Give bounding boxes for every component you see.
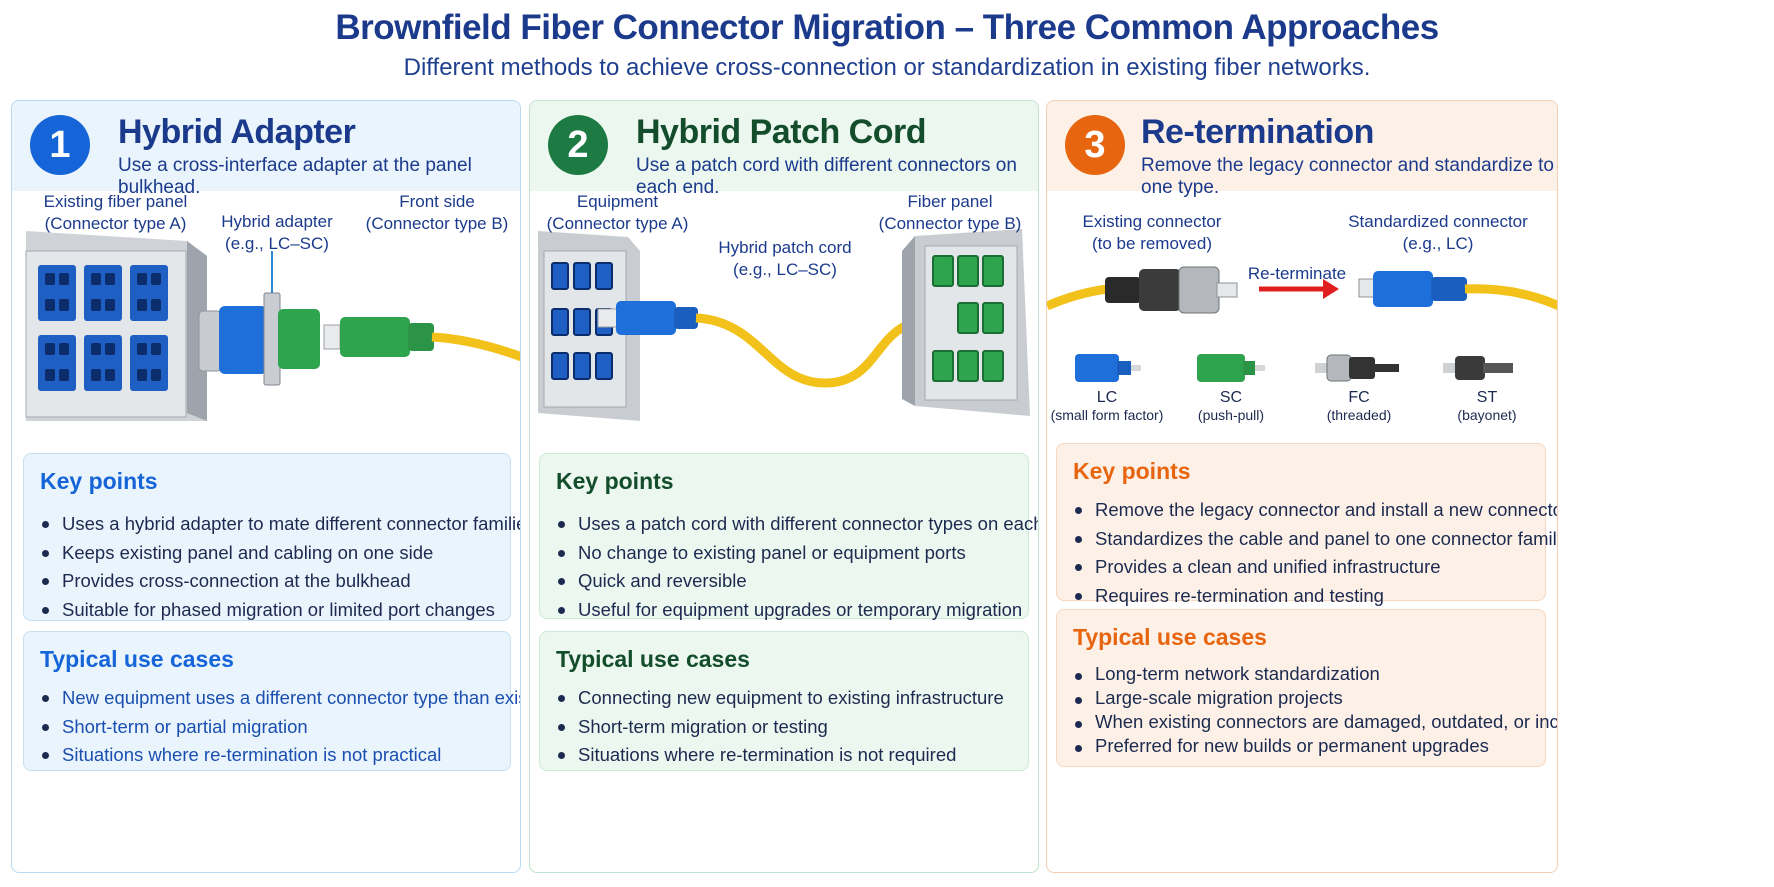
label-re-terminate: Re-terminate	[1247, 264, 1347, 283]
panel-description: Remove the legacy connector and standard…	[1141, 155, 1554, 198]
connector-type-st: ST(bayonet)	[1457, 389, 1517, 423]
connector-type-sc: SC(push-pull)	[1197, 389, 1265, 423]
use-cases-heading: Typical use cases	[556, 646, 750, 672]
list-item: Uses a patch cord with different connect…	[556, 510, 1038, 539]
list-item: Long-term network standardization	[1073, 662, 1557, 686]
label-existing-connector: Existing connector(to be removed)	[1082, 212, 1222, 253]
list-item: Provides cross-connection at the bulkhea…	[40, 567, 520, 596]
list-item: Large-scale migration projects	[1073, 686, 1557, 710]
panel-hybrid-adapter: 1 Hybrid Adapter Use a cross-interface a…	[11, 100, 521, 873]
legacy-connector	[1105, 277, 1141, 303]
use-cases-heading: Typical use cases	[1073, 624, 1267, 650]
lc-icon	[1075, 354, 1141, 382]
use-cases-list: Long-term network standardization Large-…	[1073, 662, 1557, 758]
key-points-list: Uses a hybrid adapter to mate different …	[40, 510, 520, 625]
bulkhead-collar	[198, 310, 222, 372]
patch-cord-fiber	[695, 313, 927, 388]
list-item: Suitable for phased migration or limited…	[40, 596, 520, 625]
list-item: Remove the legacy connector and install …	[1073, 496, 1557, 525]
hybrid-adapter-illustration	[25, 231, 520, 421]
key-points-box: Key points Uses a hybrid adapter to mate…	[23, 453, 520, 621]
key-points-box: Key points Uses a patch cord with differ…	[539, 453, 1038, 620]
list-item: No change to existing panel or equipment…	[556, 539, 1038, 568]
label-hybrid-patch-cord: Hybrid patch cord(e.g., LC–SC)	[718, 238, 852, 279]
label-hybrid-adapter: Hybrid adapter(e.g., LC–SC)	[221, 212, 333, 253]
adapter-flange	[263, 292, 281, 386]
list-item: Uses a hybrid adapter to mate different …	[40, 510, 520, 539]
key-points-list: Uses a patch cord with different connect…	[556, 510, 1038, 625]
panel-hybrid-patch-cord: 2 Hybrid Patch Cord Use a patch cord wit…	[529, 100, 1039, 873]
label-front-side: Front side(Connector type B)	[365, 192, 509, 233]
key-points-list: Remove the legacy connector and install …	[1073, 496, 1557, 611]
sc-connector	[340, 317, 410, 357]
connector-type-fc: FC(threaded)	[1326, 389, 1392, 423]
panel-header: 3 Re-termination Remove the legacy conne…	[1047, 101, 1557, 198]
adapter-blue-side	[219, 306, 267, 374]
label-standardized-connector: Standardized connector(e.g., LC)	[1348, 212, 1528, 253]
list-item: Connecting new equipment to existing inf…	[556, 684, 1004, 713]
panel-header: 1 Hybrid Adapter Use a cross-interface a…	[12, 101, 520, 198]
step-number-badge: 1	[30, 115, 90, 175]
use-cases-box: Typical use cases New equipment uses a d…	[23, 631, 520, 771]
panel-description: Use a patch cord with different connecto…	[636, 155, 1017, 198]
key-points-heading: Key points	[40, 468, 158, 494]
panel-ports	[932, 255, 1004, 382]
fiber-cable	[431, 332, 520, 362]
page-subtitle: Different methods to achieve cross-conne…	[403, 54, 1371, 81]
list-item: Situations where re-termination is not p…	[40, 741, 520, 770]
use-cases-box: Typical use cases Long-term network stan…	[1056, 609, 1557, 767]
use-cases-heading: Typical use cases	[40, 646, 234, 672]
page-title: Brownfield Fiber Connector Migration – T…	[335, 8, 1439, 47]
label-equipment: Equipment(Connector type A)	[546, 192, 689, 233]
list-item: Keeps existing panel and cabling on one …	[40, 539, 520, 568]
label-existing-panel: Existing fiber panel(Connector type A)	[43, 192, 188, 233]
list-item: Standardizes the cable and panel to one …	[1073, 525, 1557, 554]
panel-title: Re-termination	[1141, 113, 1374, 151]
lc-connector	[616, 301, 676, 335]
connector-type-lc: LC(small form factor)	[1050, 389, 1164, 423]
use-cases-list: Connecting new equipment to existing inf…	[556, 684, 1004, 770]
fc-icon	[1315, 354, 1399, 382]
step-number-badge: 3	[1065, 115, 1125, 175]
list-item: Situations where re-termination is not r…	[556, 741, 1004, 770]
label-fiber-panel: Fiber panel(Connector type B)	[878, 192, 1022, 233]
list-item: Short-term or partial migration	[40, 713, 520, 742]
step-number-badge: 2	[548, 115, 608, 175]
panel-header: 2 Hybrid Patch Cord Use a patch cord wit…	[530, 101, 1038, 198]
list-item: Quick and reversible	[556, 567, 1038, 596]
panel-title: Hybrid Patch Cord	[636, 113, 926, 151]
list-item: Provides a clean and unified infrastruct…	[1073, 553, 1557, 582]
st-icon	[1443, 356, 1513, 380]
list-item: Preferred for new builds or permanent up…	[1073, 734, 1557, 758]
adapter-green-side	[278, 309, 320, 369]
key-points-heading: Key points	[1073, 458, 1191, 484]
standardized-connector	[1373, 271, 1433, 307]
key-points-heading: Key points	[556, 468, 674, 494]
list-item: Useful for equipment upgrades or tempora…	[556, 596, 1038, 625]
list-item: Short-term migration or testing	[556, 713, 1004, 742]
list-item: When existing connectors are damaged, ou…	[1073, 710, 1557, 734]
list-item: Requires re-termination and testing	[1073, 582, 1557, 611]
panel-re-termination: 3 Re-termination Remove the legacy conne…	[1046, 100, 1558, 873]
list-item: New equipment uses a different connector…	[40, 684, 520, 713]
panel-ports	[38, 265, 168, 391]
panel-description: Use a cross-interface adapter at the pan…	[118, 155, 472, 198]
re-termination-illustration	[1047, 266, 1557, 382]
panel-title: Hybrid Adapter	[118, 113, 356, 151]
key-points-box: Key points Remove the legacy connector a…	[1056, 443, 1557, 606]
hybrid-patch-cord-illustration	[538, 229, 1030, 421]
sc-icon	[1197, 354, 1265, 382]
use-cases-box: Typical use cases Connecting new equipme…	[539, 631, 1029, 771]
use-cases-list: New equipment uses a different connector…	[40, 684, 520, 770]
